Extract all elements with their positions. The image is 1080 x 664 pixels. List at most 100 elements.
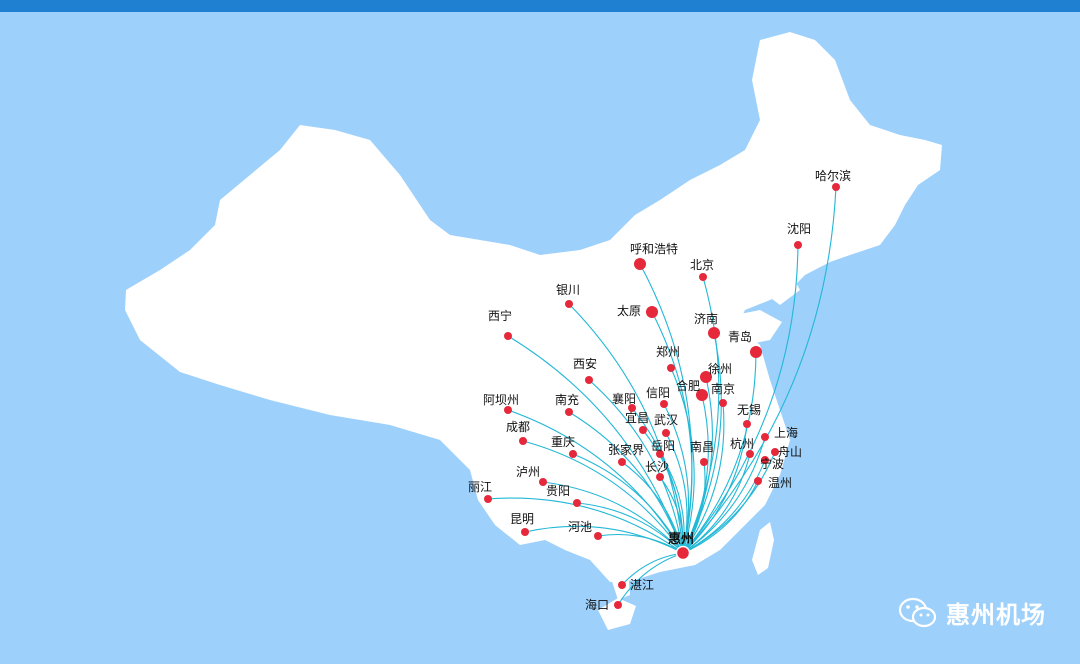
city-dot [743, 420, 751, 428]
route-line [507, 335, 684, 554]
city-dot [634, 258, 646, 270]
city-dot [565, 408, 573, 416]
city-dot [754, 477, 762, 485]
route-line [682, 394, 709, 554]
route-line [682, 402, 725, 554]
city-dot [761, 456, 769, 464]
route-line [682, 351, 757, 554]
city-label: 郑州 [656, 344, 680, 359]
route-line [542, 481, 684, 554]
city-label: 北京 [690, 258, 714, 272]
route-line [682, 186, 837, 554]
route-line [670, 367, 695, 554]
route-line [682, 461, 706, 554]
city-label: 上海 [774, 425, 798, 440]
city-dot [794, 241, 802, 249]
hub-dot [675, 545, 691, 561]
city-dot [539, 478, 547, 486]
city-dot [639, 426, 647, 434]
city-label: 阿坝州 [483, 393, 519, 407]
city-label: 宁波 [760, 456, 784, 471]
route-line [665, 432, 688, 554]
city-dot [700, 371, 712, 383]
city-dot [618, 581, 626, 589]
city-dot [573, 499, 581, 507]
wechat-icon [898, 597, 937, 627]
city-dot [699, 273, 707, 281]
route-line [524, 525, 684, 554]
route-line [487, 497, 684, 554]
city-dot [696, 389, 708, 401]
city-label: 南充 [555, 392, 579, 407]
city-label: 贵阳 [546, 484, 570, 498]
city-label: 沈阳 [787, 221, 811, 236]
city-markers: 哈尔滨沈阳北京呼和浩特银川太原济南青岛西宁郑州徐州西安合肥南京信阳襄阳阿坝州南充… [468, 168, 851, 612]
hainan-island [598, 598, 636, 630]
city-dot [660, 400, 668, 408]
city-dot [667, 364, 675, 372]
city-label: 海口 [585, 597, 609, 612]
city-dot [521, 528, 529, 536]
route-line [659, 453, 685, 554]
city-label: 徐州 [708, 361, 732, 376]
city-label: 济南 [694, 311, 718, 326]
route-line [682, 480, 759, 554]
city-dot [519, 437, 527, 445]
city-label: 合肥 [676, 378, 700, 393]
city-label: 杭州 [730, 436, 754, 451]
route-line [568, 411, 684, 554]
city-label: 青岛 [728, 329, 752, 344]
route-line [576, 502, 684, 554]
route-line [659, 476, 684, 554]
china-landmass [125, 32, 942, 582]
city-label: 张家界 [608, 442, 644, 457]
city-label: 成都 [506, 420, 530, 434]
route-line [651, 311, 693, 554]
city-dot [771, 448, 779, 456]
route-line [682, 423, 748, 554]
city-label: 无锡 [737, 402, 761, 417]
city-label: 舟山 [778, 445, 802, 459]
city-label: 襄阳 [612, 391, 636, 406]
city-dot [662, 429, 670, 437]
city-label: 泸州 [516, 465, 540, 479]
route-line [682, 332, 722, 554]
city-dot [708, 327, 720, 339]
city-label: 湛江 [630, 578, 654, 592]
city-dot [646, 306, 658, 318]
city-label: 武汉 [654, 413, 678, 427]
city-dot [504, 406, 512, 414]
city-dot [700, 458, 708, 466]
shandong-peninsula [720, 310, 782, 345]
route-lines [487, 186, 837, 606]
city-dot [656, 450, 664, 458]
route-line [682, 244, 799, 554]
city-dot [614, 601, 622, 609]
route-line [682, 276, 720, 554]
route-line [617, 552, 684, 606]
city-dot [594, 532, 602, 540]
city-dot [750, 346, 762, 358]
city-dot [569, 450, 577, 458]
city-label: 太原 [617, 303, 641, 318]
watermark: 惠州机场 [898, 595, 1046, 630]
city-label: 西宁 [488, 308, 512, 323]
city-dot [585, 376, 593, 384]
city-dot [719, 399, 727, 407]
city-label: 重庆 [551, 435, 575, 449]
city-dot [656, 473, 664, 481]
route-line [522, 440, 684, 554]
watermark-text: 惠州机场 [946, 601, 1046, 629]
city-label: 河池 [568, 520, 592, 534]
city-label: 宜昌 [625, 410, 649, 425]
city-label: 岳阳 [651, 439, 675, 453]
city-label: 长沙 [645, 460, 669, 474]
city-label: 南京 [711, 381, 735, 396]
taiwan-island [752, 522, 774, 575]
city-label: 哈尔滨 [815, 168, 851, 183]
top-accent-bar [0, 0, 1080, 12]
city-label: 温州 [768, 476, 792, 490]
city-dot [746, 450, 754, 458]
city-dot [484, 495, 492, 503]
route-line [682, 453, 751, 554]
